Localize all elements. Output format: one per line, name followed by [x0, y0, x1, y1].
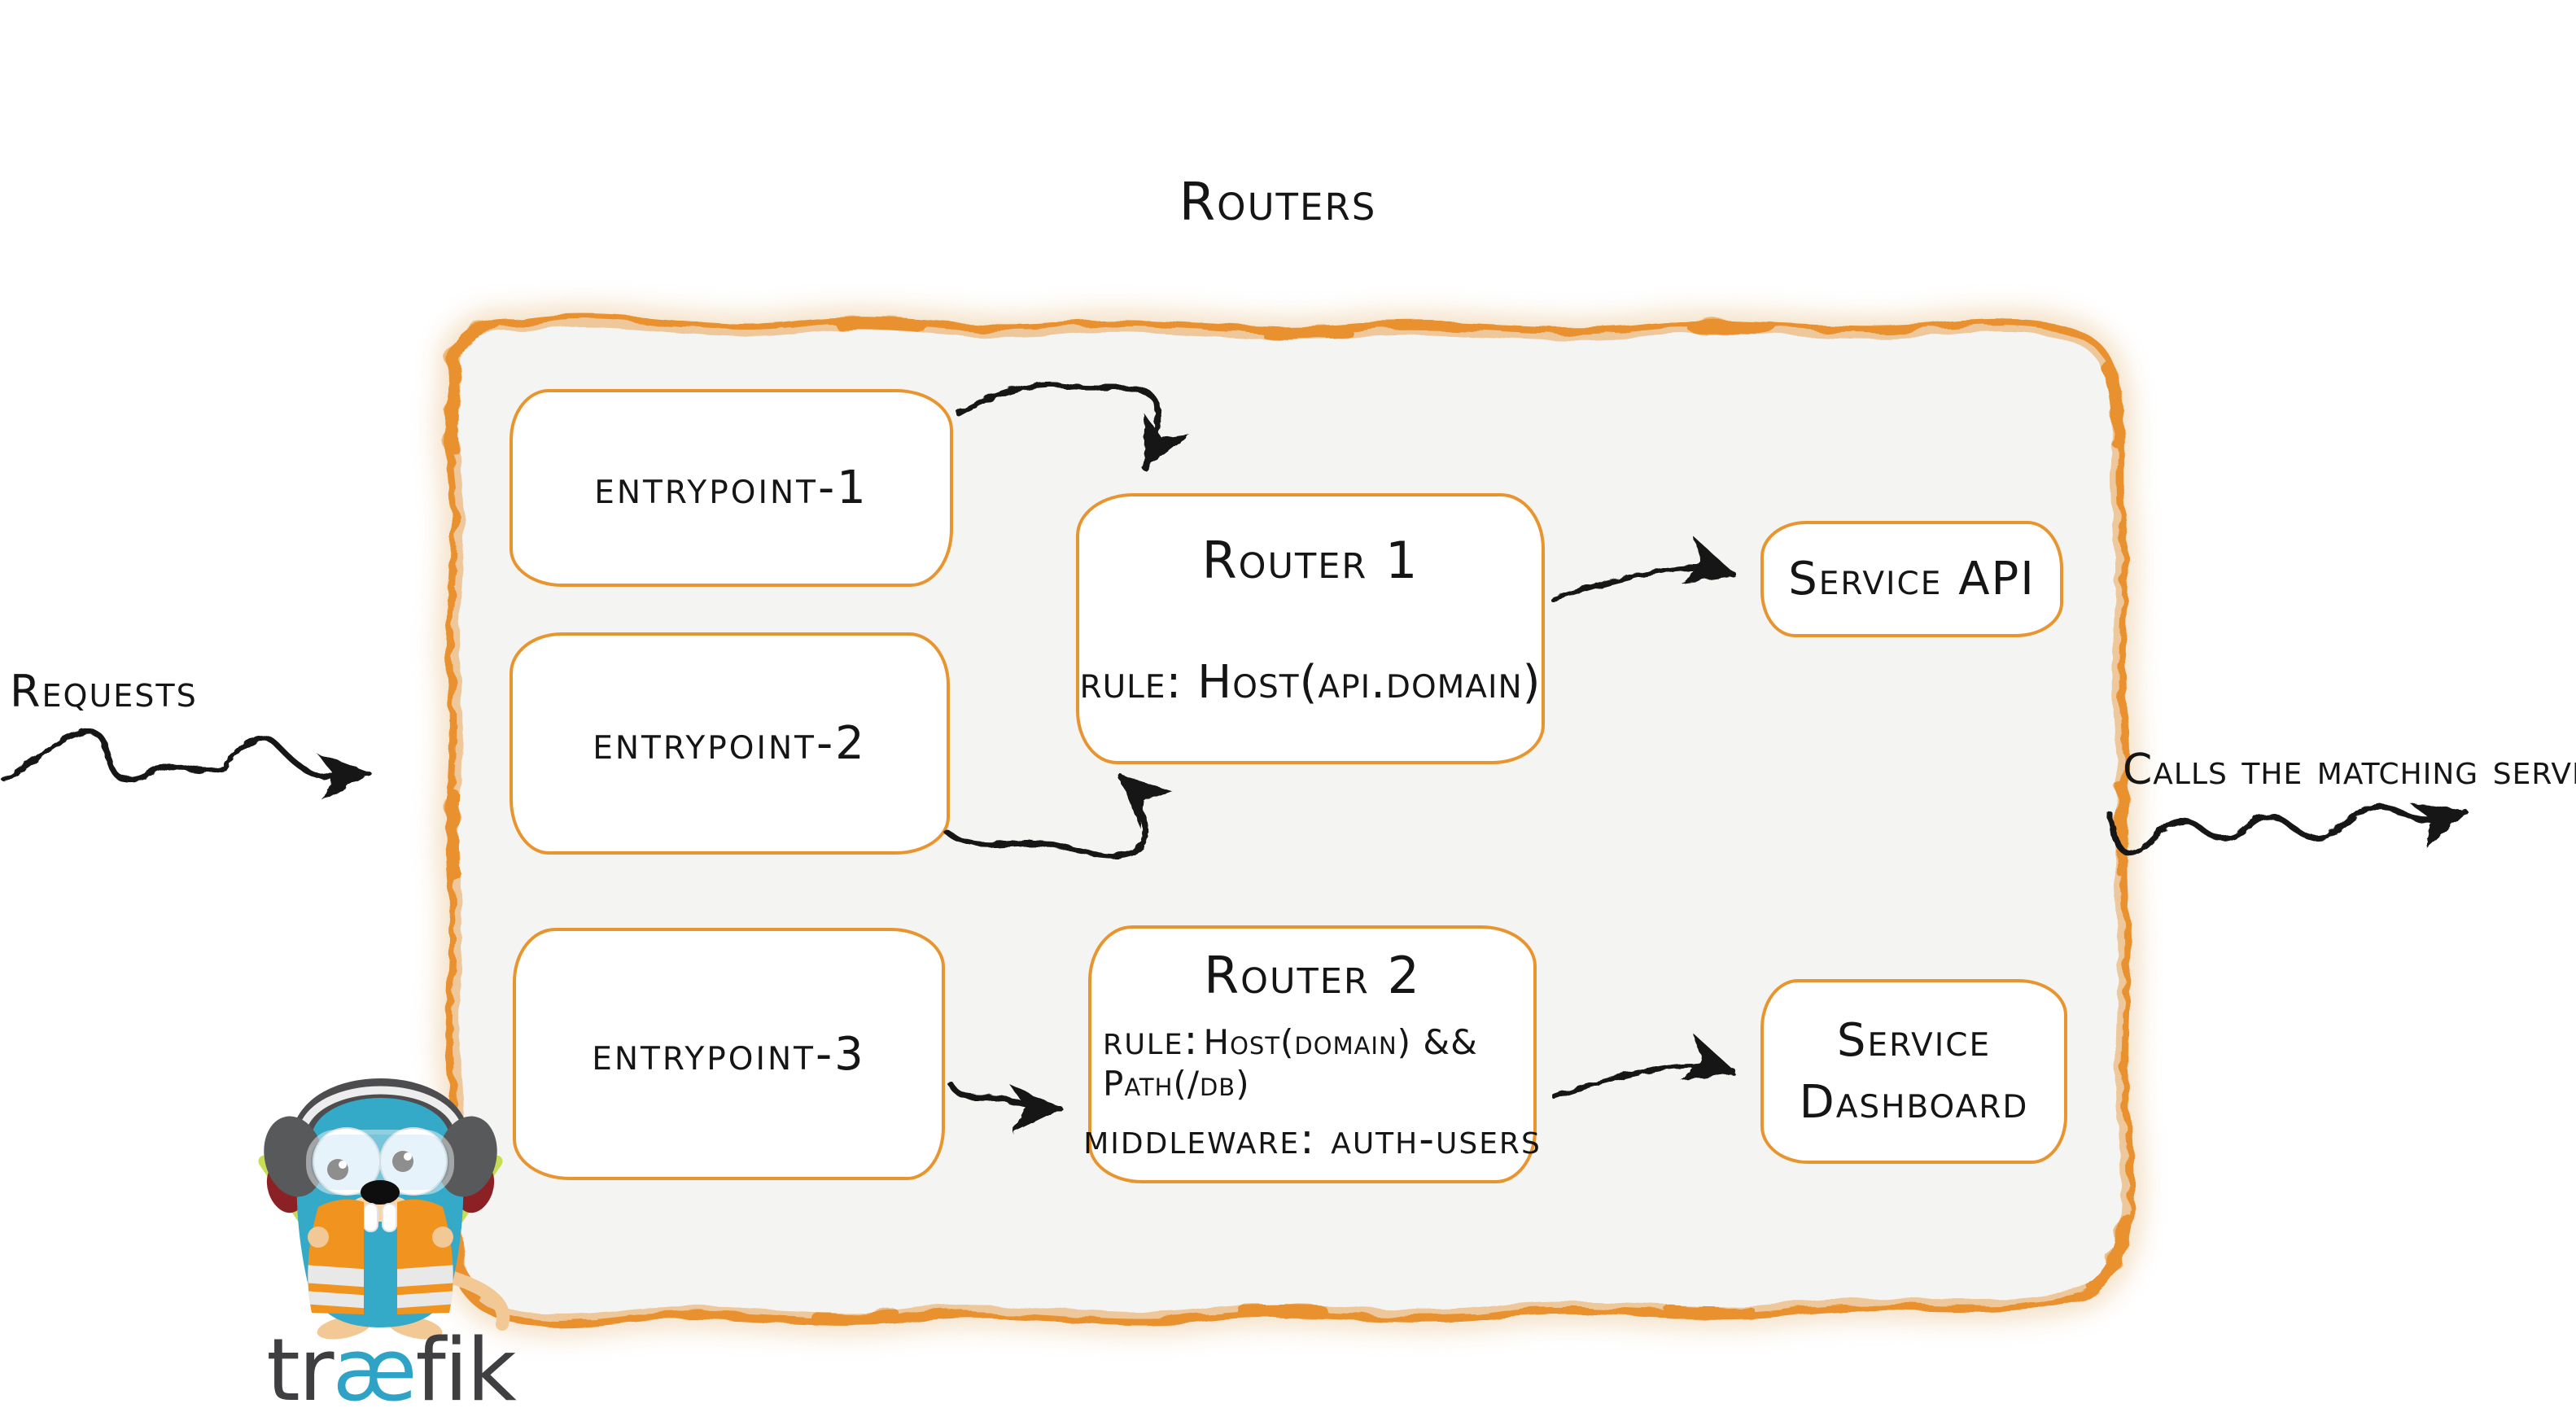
edge-entrypoint2-router1 [943, 773, 1172, 859]
traefik-wordmark: træfik [248, 1320, 533, 1408]
edge-entrypoint3-router2 [947, 1081, 1063, 1133]
router-2-rule-label: rule: [1103, 1016, 1200, 1064]
edge-router1-serviceapi [1550, 536, 1737, 602]
node-router-2: Router 2 rule: Host(domain) && Path(/db)… [1083, 925, 1540, 1183]
service-api-label: Service API [1788, 552, 2036, 606]
diagram-title: Routers [1179, 173, 1377, 233]
pupil-glint-left [339, 1161, 347, 1169]
calls-label: Calls the matching server [2123, 746, 2576, 794]
router-2-title: Router 2 [1204, 945, 1421, 1005]
wordmark-tr: tr [266, 1320, 334, 1408]
vest-stripes-left [308, 1265, 364, 1309]
vest-stripes-right [397, 1265, 453, 1309]
edge-calls-out [2106, 802, 2468, 857]
entrypoint-3-label: entrypoint-3 [592, 1027, 866, 1081]
edge-router2-servicedashboard [1551, 1033, 1737, 1100]
router-2-rule: rule: Host(domain) && Path(/db) [1103, 1017, 1522, 1104]
service-dashboard-label-line2: Dashboard [1799, 1075, 2029, 1129]
router-1-rule: rule: Host(api.domain) [1079, 656, 1542, 709]
headphones-band-stripe [297, 1086, 464, 1139]
entrypoint-2-label: entrypoint-2 [593, 717, 867, 770]
wordmark-fik: fik [415, 1320, 517, 1408]
node-service-dashboard: Service Dashboard [1760, 979, 2067, 1164]
gopher-hand-left [308, 1227, 329, 1248]
gopher-tail [447, 1271, 510, 1331]
router-2-middleware: middleware: auth-users [1083, 1114, 1542, 1164]
service-dashboard-label-line1: Service [1836, 1013, 1992, 1067]
node-entrypoint-2: entrypoint-2 [510, 632, 950, 855]
gopher-tooth-left [363, 1203, 378, 1232]
gopher-hand-right [432, 1227, 453, 1248]
node-router-1: Router 1 rule: Host(api.domain) [1076, 493, 1545, 764]
entrypoint-1-label: entrypoint-1 [594, 461, 868, 514]
pupil-glint-right [404, 1152, 412, 1161]
router-1-title: Router 1 [1201, 531, 1419, 590]
edge-requests-in [2, 728, 371, 802]
router-2-rule-value: Host(domain) && Path(/db) [1103, 1021, 1478, 1104]
service-dashboard-label: Service Dashboard [1800, 1010, 2029, 1133]
gopher-nose [361, 1180, 400, 1205]
earcup-right [437, 1116, 497, 1197]
traefik-gopher-logo [258, 1078, 510, 1340]
earcup-left [264, 1116, 324, 1197]
requests-label: Requests [10, 666, 198, 717]
node-service-api: Service API [1760, 521, 2063, 637]
node-entrypoint-3: entrypoint-3 [513, 928, 945, 1180]
edge-entrypoint1-router1 [956, 381, 1190, 470]
wordmark-ae: æ [332, 1320, 417, 1408]
node-entrypoint-1: entrypoint-1 [510, 389, 953, 587]
gopher-tooth-right [382, 1203, 397, 1232]
